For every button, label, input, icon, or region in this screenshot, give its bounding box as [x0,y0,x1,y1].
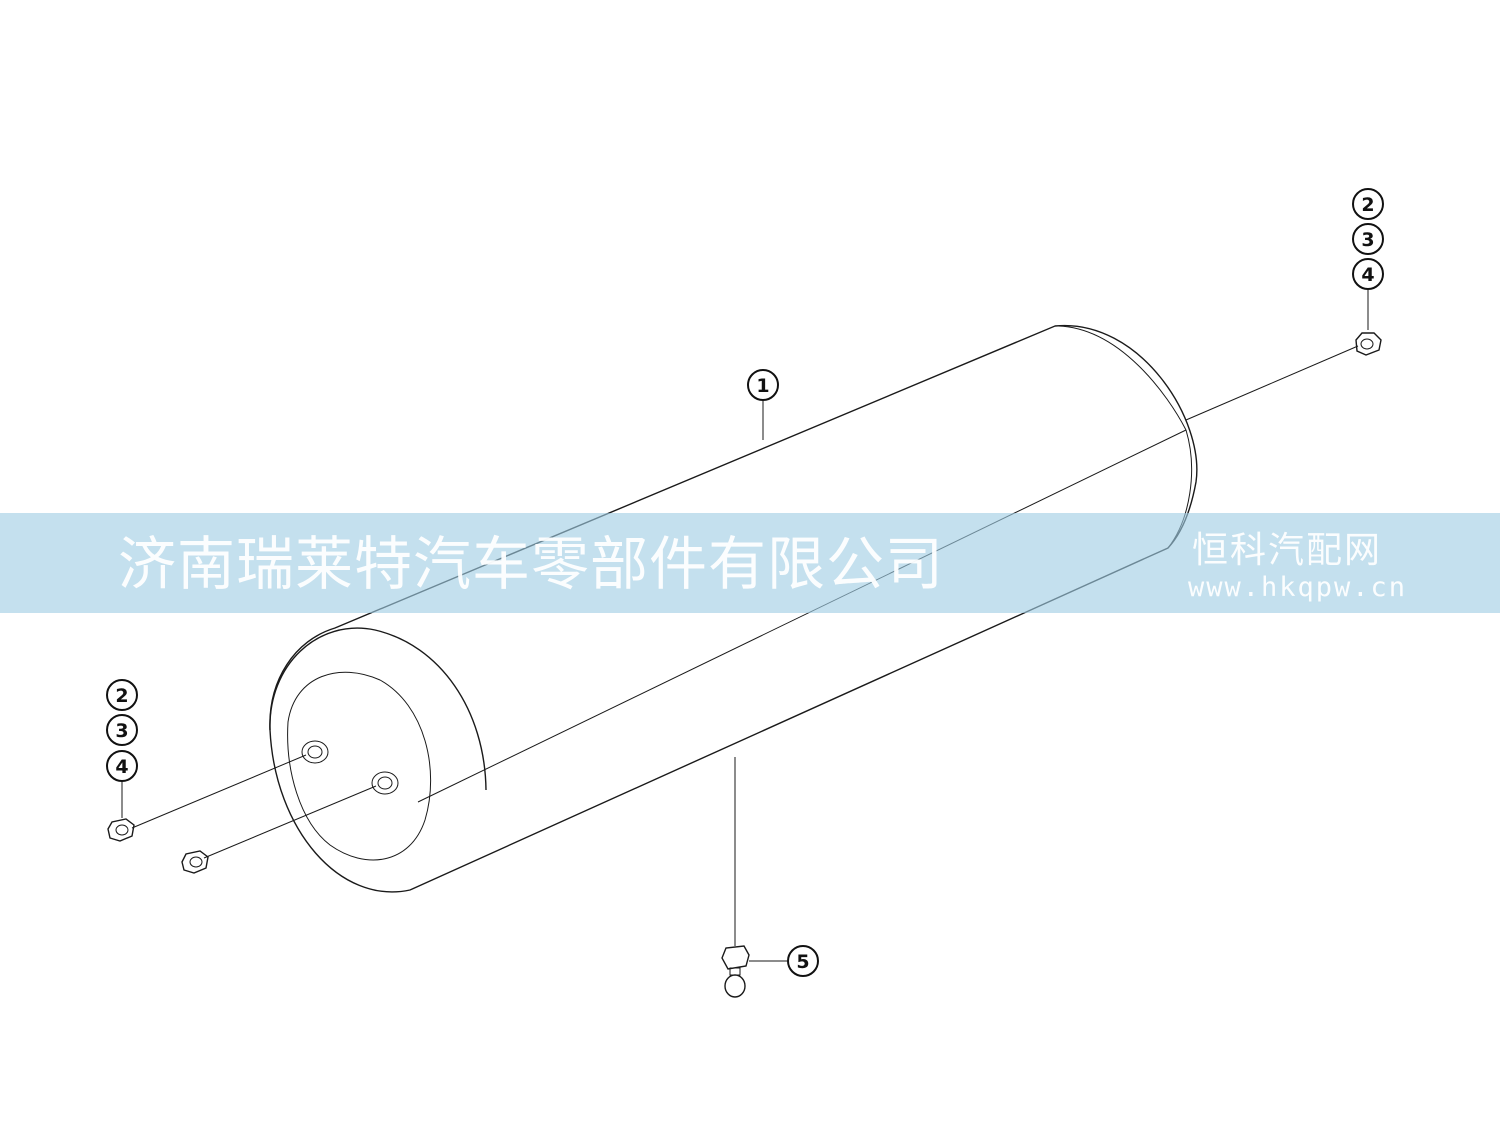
callout-1: 1 [747,369,779,401]
right-plug [1355,332,1382,356]
left-end-face-inner [287,671,432,861]
callout-right-3: 3 [1352,223,1384,255]
svg-text:3: 3 [115,720,128,742]
left-body-seam [417,429,1187,803]
watermark-company-name: 济南瑞莱特汽车零部件有限公司 [118,530,945,598]
svg-text:4: 4 [115,756,128,778]
callout-5: 5 [787,945,819,977]
svg-text:2: 2 [1361,194,1374,216]
callout-left-4: 4 [106,750,138,782]
left-upper-plug [107,818,135,842]
leader-lines [121,290,1369,962]
right-cap-seam [1057,325,1187,431]
left-end-face-outer [269,627,487,791]
watermark-band [0,513,1500,613]
left-lower-plug [181,850,209,874]
lower-port-fitting [371,771,399,795]
svg-text:3: 3 [1361,229,1374,251]
drain-valve [721,945,750,998]
svg-text:2: 2 [115,685,128,707]
svg-text:5: 5 [796,951,809,973]
svg-text:1: 1 [756,375,769,397]
air-tank-body [269,324,1198,893]
callout-left-3: 3 [106,714,138,746]
callout-right-2: 2 [1352,188,1384,220]
explode-line-left-upper [131,754,307,829]
callout-left-2: 2 [106,679,138,711]
explode-line-left-lower [203,785,377,859]
explode-line-right-plug [1185,345,1359,421]
watermark-site-url: www.hkqpw.cn [1188,572,1408,603]
upper-port-fitting [301,740,329,764]
callout-right-4: 4 [1352,258,1384,290]
watermark-site-name: 恒科汽配网 [1192,530,1383,571]
svg-text:4: 4 [1361,264,1374,286]
